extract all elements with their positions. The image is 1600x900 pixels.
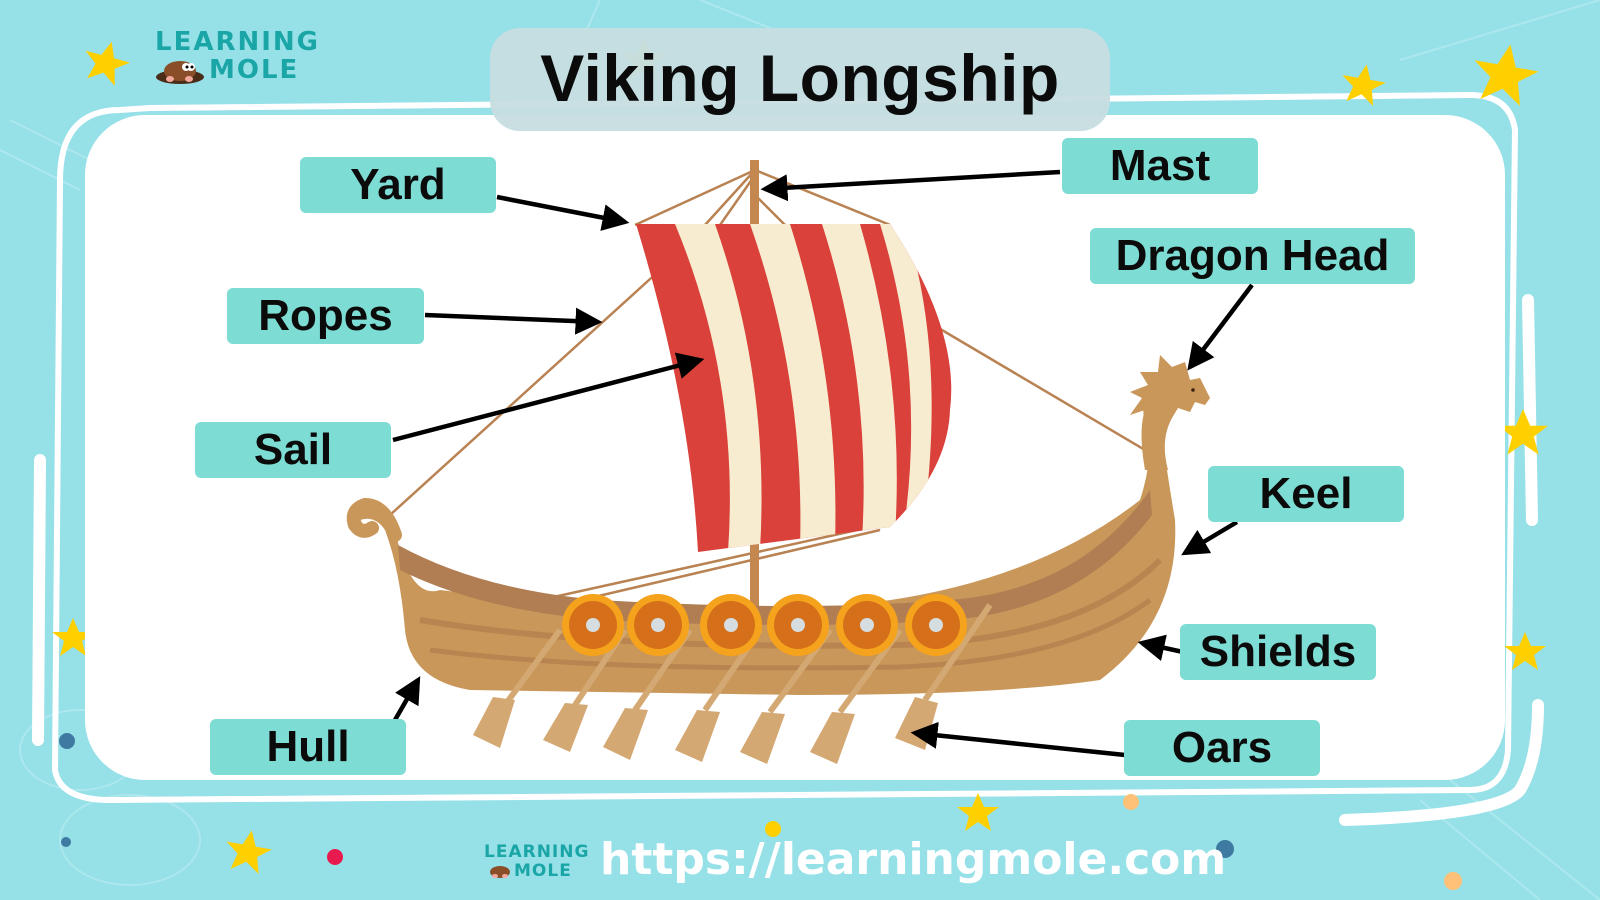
label-ropes: Ropes (227, 288, 424, 344)
dragon-head (1130, 355, 1210, 470)
logo-top[interactable]: LEARNING MOLE (155, 28, 320, 84)
label-hull: Hull (210, 719, 406, 775)
label-sail: Sail (195, 422, 391, 478)
label-keel: Keel (1208, 466, 1404, 522)
frame-outline (51, 91, 1519, 804)
logo-bottom-line1: LEARNING (484, 842, 590, 862)
ropes (389, 168, 1146, 607)
label-dragon-head: Dragon Head (1090, 228, 1415, 284)
label-mast: Mast (1062, 138, 1258, 194)
logo-bottom[interactable]: LEARNING MOLE (484, 843, 589, 881)
oars (473, 603, 993, 764)
label-oars: Oars (1124, 720, 1320, 776)
page-title: Viking Longship (540, 41, 1060, 115)
pointer-arrows (392, 169, 1254, 758)
logo-line2: MOLE (209, 55, 300, 85)
website-url[interactable]: https://learningmole.com (600, 834, 1227, 885)
logo-line1: LEARNING (155, 27, 321, 57)
label-shields: Shields (1180, 624, 1376, 680)
label-yard: Yard (300, 157, 496, 213)
title-banner (490, 28, 1110, 131)
shields (562, 594, 967, 656)
logo-bottom-line2: MOLE (514, 861, 572, 881)
